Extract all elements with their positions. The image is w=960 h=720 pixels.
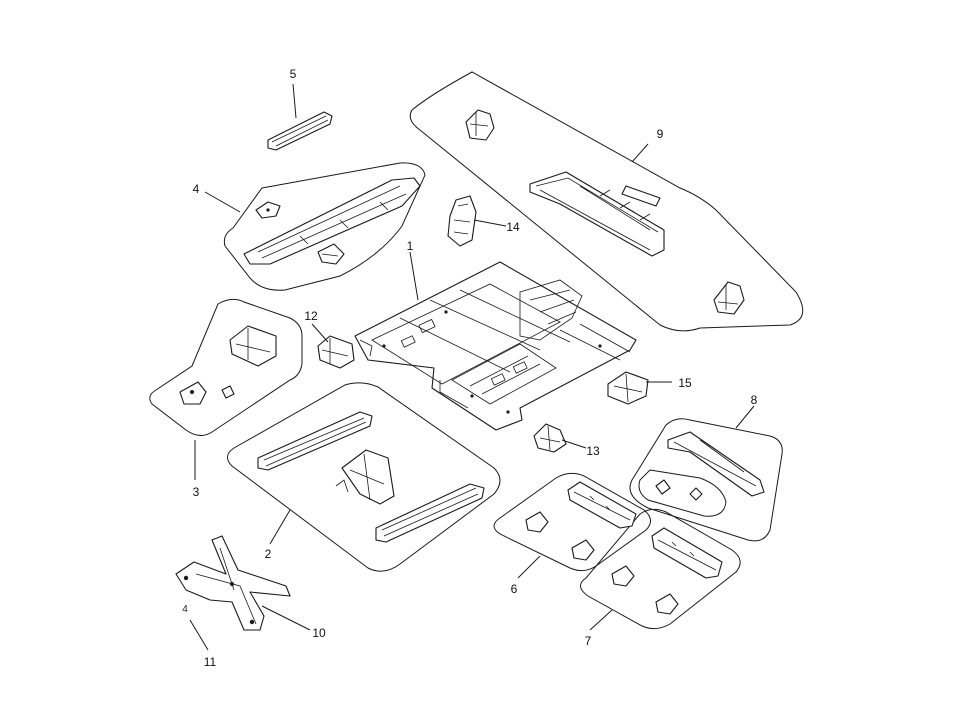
part-13-bracket bbox=[533, 423, 567, 453]
callout-4: 4 bbox=[193, 182, 200, 196]
part-7-members bbox=[611, 527, 723, 615]
part-3-brackets bbox=[179, 325, 277, 405]
callout-9: 9 bbox=[657, 127, 664, 141]
callout-5: 5 bbox=[290, 67, 297, 81]
part-4-side-member bbox=[243, 177, 421, 265]
part-10-x-brace bbox=[175, 535, 291, 631]
callout-2: 2 bbox=[265, 547, 272, 561]
group-outline-2 bbox=[227, 382, 501, 572]
part-8-rails bbox=[655, 431, 765, 501]
group-outline-9 bbox=[409, 71, 804, 332]
part-5-rail bbox=[267, 111, 333, 151]
part-15-bracket bbox=[607, 371, 649, 405]
callout-7: 7 bbox=[585, 634, 592, 648]
group-outline-4 bbox=[223, 162, 426, 291]
group-outline-3 bbox=[149, 298, 303, 436]
callout-3: 3 bbox=[193, 485, 200, 499]
part-9-rear-crossmember bbox=[465, 109, 745, 315]
part-2-members bbox=[257, 411, 485, 543]
group-outline-8 bbox=[629, 418, 783, 542]
group-outline-8-inner bbox=[638, 469, 727, 517]
callout-12: 12 bbox=[304, 309, 318, 323]
callout-15: 15 bbox=[678, 376, 692, 390]
callout-8: 8 bbox=[751, 393, 758, 407]
part-1-floor-panel bbox=[354, 261, 637, 431]
part-6-members bbox=[525, 481, 637, 561]
part-14-bracket bbox=[447, 195, 477, 247]
group-outline-7 bbox=[580, 508, 741, 630]
callout-10: 10 bbox=[312, 626, 326, 640]
callout-4-small: 4 bbox=[182, 604, 188, 615]
callout-6: 6 bbox=[511, 582, 518, 596]
callout-11: 11 bbox=[204, 655, 217, 669]
callout-14: 14 bbox=[506, 220, 520, 234]
callout-1: 1 bbox=[407, 239, 414, 253]
callout-13: 13 bbox=[586, 444, 600, 458]
part-12-bracket bbox=[317, 335, 355, 369]
leader-lines bbox=[189, 83, 755, 651]
